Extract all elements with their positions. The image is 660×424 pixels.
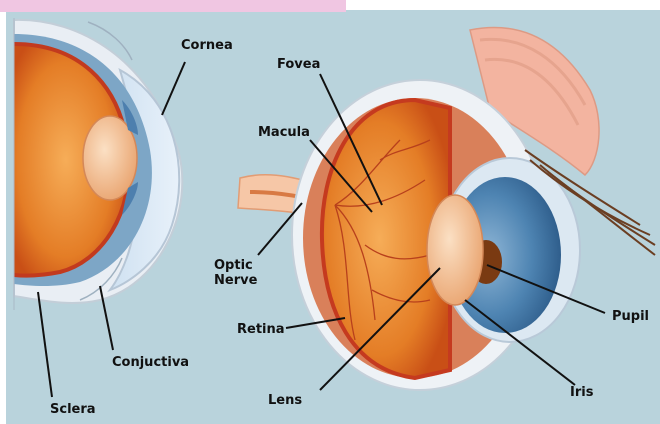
label-macula: Macula (258, 125, 310, 140)
label-optic-nerve: Optic Nerve (214, 258, 257, 288)
label-cornea: Cornea (181, 38, 233, 53)
pink-top-strip (0, 0, 346, 12)
label-sclera: Sclera (50, 402, 96, 417)
label-retina: Retina (237, 322, 285, 337)
label-conjuctiva: Conjuctiva (112, 355, 189, 370)
label-iris: Iris (570, 385, 593, 400)
label-pupil: Pupil (612, 309, 649, 324)
label-lens: Lens (268, 393, 302, 408)
label-fovea: Fovea (277, 57, 320, 72)
